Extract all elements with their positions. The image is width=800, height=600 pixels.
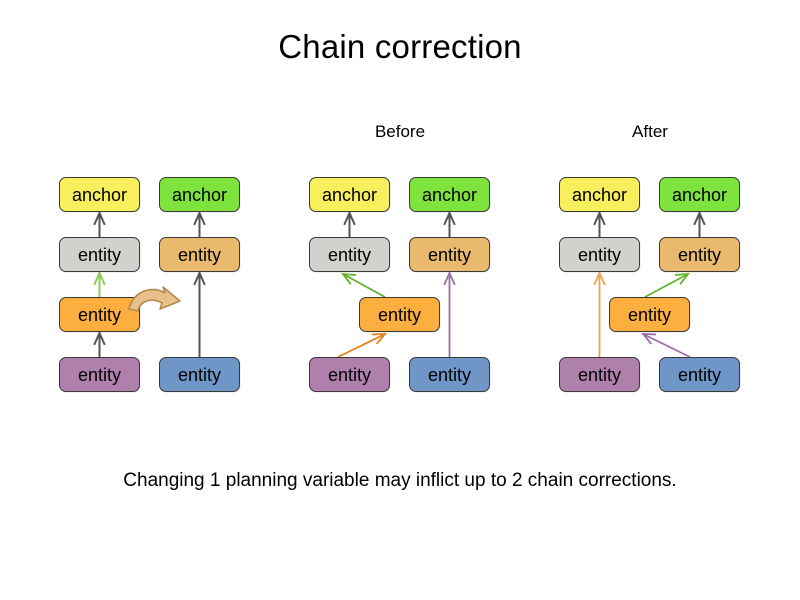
group-label-after: After (632, 122, 668, 141)
before-entity-purple[interactable]: entity (309, 357, 390, 392)
slide-caption: Changing 1 planning variable may inflict… (123, 470, 677, 491)
arrow-grey-to-anchor-head (593, 210, 606, 226)
initial-entity-orange[interactable]: entity (59, 297, 140, 332)
arrow-orange-to-grey-head (341, 272, 357, 285)
arrow-orange-to-grey (342, 273, 386, 298)
arrow-purple-to-grey-head (593, 270, 606, 286)
arrow-grey-to-anchor-head (93, 210, 106, 226)
arrow-blue-to-orange (642, 333, 691, 358)
initial-entity-grey[interactable]: entity (59, 237, 140, 272)
initial-entity-tan[interactable]: entity (159, 237, 240, 272)
initial-entity-blue[interactable]: entity (159, 357, 240, 392)
before-anchor-left[interactable]: anchor (309, 177, 390, 212)
arrow-tan-to-anchor-head (443, 210, 456, 226)
arrow-grey-to-anchor-head (343, 210, 356, 226)
before-entity-blue[interactable]: entity (409, 357, 490, 392)
before-entity-tan[interactable]: entity (409, 237, 490, 272)
arrow-orange-to-grey-head (93, 270, 106, 286)
after-anchor-left[interactable]: anchor (559, 177, 640, 212)
page-title: Chain correction (278, 28, 522, 65)
before-anchor-right[interactable]: anchor (409, 177, 490, 212)
arrow-purple-to-orange (337, 333, 386, 358)
arrow-orange-to-tan-head (674, 272, 690, 285)
after-anchor-right[interactable]: anchor (659, 177, 740, 212)
arrow-purple-to-orange-head (93, 330, 106, 346)
arrow-tan-to-anchor-head (193, 210, 206, 226)
arrow-tan-to-anchor-head (693, 210, 706, 226)
initial-anchor-right[interactable]: anchor (159, 177, 240, 212)
arrow-blue-to-orange-head (641, 333, 657, 345)
after-entity-grey[interactable]: entity (559, 237, 640, 272)
after-entity-blue[interactable]: entity (659, 357, 740, 392)
group-label-before: Before (374, 122, 426, 141)
arrow-blue-to-tan-head (193, 270, 206, 286)
arrow-blue-to-tan-head (443, 270, 456, 286)
before-entity-grey[interactable]: entity (309, 237, 390, 272)
after-entity-orange[interactable]: entity (609, 297, 690, 332)
arrow-orange-to-tan (644, 273, 689, 298)
after-entity-tan[interactable]: entity (659, 237, 740, 272)
before-entity-orange[interactable]: entity (359, 297, 440, 332)
after-entity-purple[interactable]: entity (559, 357, 640, 392)
initial-anchor-left[interactable]: anchor (59, 177, 140, 212)
initial-entity-purple[interactable]: entity (59, 357, 140, 392)
arrow-purple-to-orange-head (371, 333, 387, 345)
